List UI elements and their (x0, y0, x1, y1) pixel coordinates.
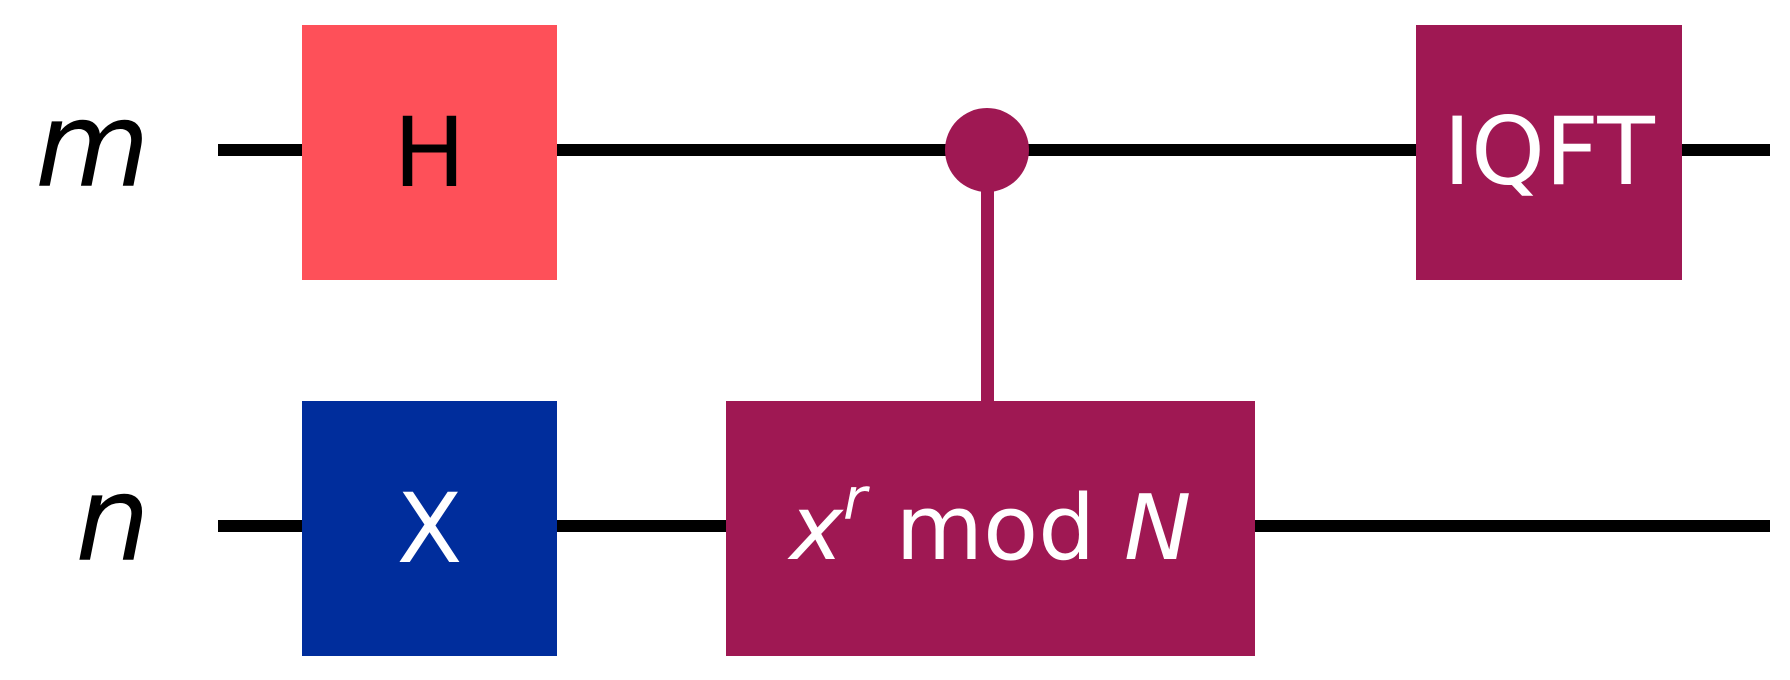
control-dot (945, 108, 1029, 192)
pauli-x-gate-label: X (396, 472, 463, 585)
modexp-exponent: r (842, 464, 867, 533)
hadamard-gate: H (302, 25, 557, 280)
modexp-base: x (789, 475, 843, 581)
control-line (981, 150, 994, 402)
iqft-gate-label: IQFT (1443, 97, 1655, 207)
modexp-mod-text: mod (866, 475, 1124, 581)
modexp-modulus: N (1123, 475, 1192, 581)
qubit-label-m: m (35, 76, 150, 214)
pauli-x-gate: X (302, 401, 557, 656)
qubit-label-n: n (75, 450, 150, 588)
iqft-gate: IQFT (1416, 25, 1682, 280)
hadamard-gate-label: H (393, 96, 466, 209)
